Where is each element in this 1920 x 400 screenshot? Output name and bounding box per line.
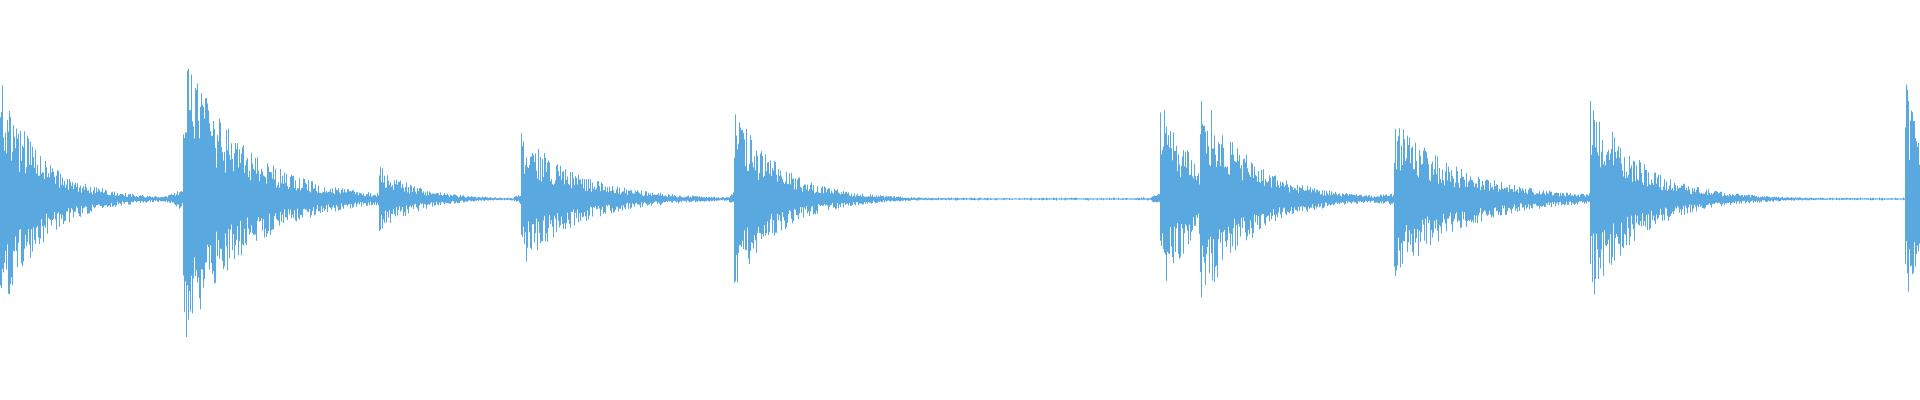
waveform-samples [0, 68, 1920, 338]
waveform-path [0, 68, 1920, 338]
